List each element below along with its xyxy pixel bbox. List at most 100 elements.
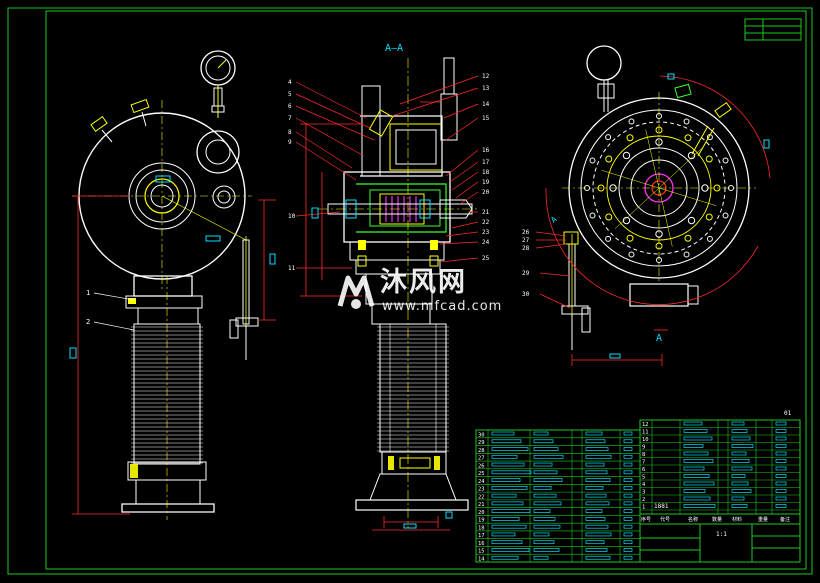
bom-mid-text: 1881 <box>654 503 669 510</box>
bolt-hole <box>684 234 692 242</box>
bom-cell-note <box>623 524 633 529</box>
bolt-hole <box>609 184 617 192</box>
radial-line <box>645 129 660 189</box>
bolt-hole <box>626 134 634 142</box>
bom-row-index: 6 <box>642 467 645 473</box>
bom-cell-note <box>775 444 787 448</box>
bom-cell-note <box>623 532 633 537</box>
bom-row-index: 8 <box>642 452 645 458</box>
bolt-hole <box>628 118 635 125</box>
callout-6: 6 <box>288 103 292 110</box>
callout-4: 4 <box>288 79 292 86</box>
bom-cell-note <box>623 462 633 467</box>
bolt-hole <box>584 185 590 191</box>
bom-cell-note <box>623 470 633 475</box>
radial-line <box>658 187 673 247</box>
bom-cell-material <box>585 555 611 560</box>
bom-cell-note <box>623 454 633 459</box>
bom-row-index: 14 <box>478 557 485 563</box>
radial-line <box>614 187 660 229</box>
bom-cell-note <box>623 509 633 513</box>
callout-21: 21 <box>482 209 490 216</box>
callout-10: 10 <box>288 213 296 220</box>
bom-cell-code <box>491 517 520 521</box>
bom-header-row: 序号代号名称数量材料重量备注 <box>641 516 790 523</box>
bom-cell-note <box>775 429 787 433</box>
bom-cell-note <box>775 481 787 486</box>
callout-15: 15 <box>482 115 490 122</box>
bom-cell-note <box>623 447 633 451</box>
bom-cell-material <box>585 454 612 459</box>
front-view <box>69 50 276 520</box>
callout-24: 24 <box>482 239 490 246</box>
bom-row-index: 20 <box>478 510 485 516</box>
bom-cell-note <box>775 504 787 508</box>
bolt-hole <box>605 213 613 221</box>
bom-cell-code <box>491 540 523 545</box>
bolt-hole <box>605 235 612 242</box>
bom-cell-material <box>585 478 611 482</box>
bolt-hole <box>706 235 713 242</box>
bolt-hole <box>684 134 692 142</box>
bom-cell-note <box>623 548 633 552</box>
callout-20: 20 <box>482 189 490 196</box>
callout-26: 26 <box>522 229 530 236</box>
bolt-hole <box>622 216 631 225</box>
bom-row-index: 17 <box>478 533 485 539</box>
bom-cell-code <box>491 486 528 490</box>
bolt-hole <box>687 151 696 160</box>
bom-cell-material <box>731 504 748 508</box>
bom-cell-code <box>491 493 517 498</box>
bom-cell-name <box>533 555 549 560</box>
bolt-hole <box>683 251 690 258</box>
radial-line <box>601 170 660 189</box>
bom-cell-note <box>775 421 787 426</box>
bom-row-index: 26 <box>478 463 485 469</box>
bom-cell-name <box>683 474 710 478</box>
bom-cell-name <box>683 504 716 508</box>
callout-28: 28 <box>522 245 530 252</box>
bom-cell-note <box>623 478 633 482</box>
bolt-hole <box>722 157 729 164</box>
side-view <box>535 45 771 366</box>
bom-table <box>475 419 801 563</box>
bom-cell-note <box>623 555 633 560</box>
inner-border <box>45 10 807 570</box>
callout-19: 19 <box>482 179 490 186</box>
bolt-hole <box>705 155 713 163</box>
bom-cell-name <box>533 462 553 467</box>
bom-row-index: 1 <box>642 505 645 511</box>
bom-row-index: 29 <box>478 440 485 446</box>
bom-cell-code <box>491 447 529 451</box>
bom-cell-material <box>585 493 607 498</box>
bom-row-index: 21 <box>478 502 485 508</box>
callout-16: 16 <box>482 147 490 154</box>
bom-cell-name <box>533 517 556 521</box>
callout-22: 22 <box>482 219 490 226</box>
bom-row-index: 3 <box>642 490 645 496</box>
bom-cell-code <box>491 501 524 506</box>
bolt-hole <box>605 155 613 163</box>
bom-header-cell: 名称 <box>688 516 698 523</box>
bolt-hole <box>589 212 596 219</box>
bom-cell-name <box>533 470 558 475</box>
bom-cell-code <box>491 470 532 475</box>
bom-cell-material <box>731 474 746 478</box>
bom-cell-material <box>731 429 748 433</box>
callout-23: 23 <box>482 229 490 236</box>
bellows-ribs <box>131 326 203 464</box>
bom-header-cell: 重量 <box>758 516 768 523</box>
bom-cell-name <box>683 496 711 501</box>
bom-cell-name <box>533 478 563 482</box>
bom-cell-code <box>491 462 525 467</box>
callout-7: 7 <box>288 115 292 122</box>
callout-14: 14 <box>482 101 490 108</box>
bom-cell-note <box>623 486 633 490</box>
bom-cell-name <box>533 509 551 513</box>
bom-cell-material <box>585 439 606 444</box>
bom-cell-name <box>683 444 704 448</box>
bom-cell-material <box>731 444 754 448</box>
